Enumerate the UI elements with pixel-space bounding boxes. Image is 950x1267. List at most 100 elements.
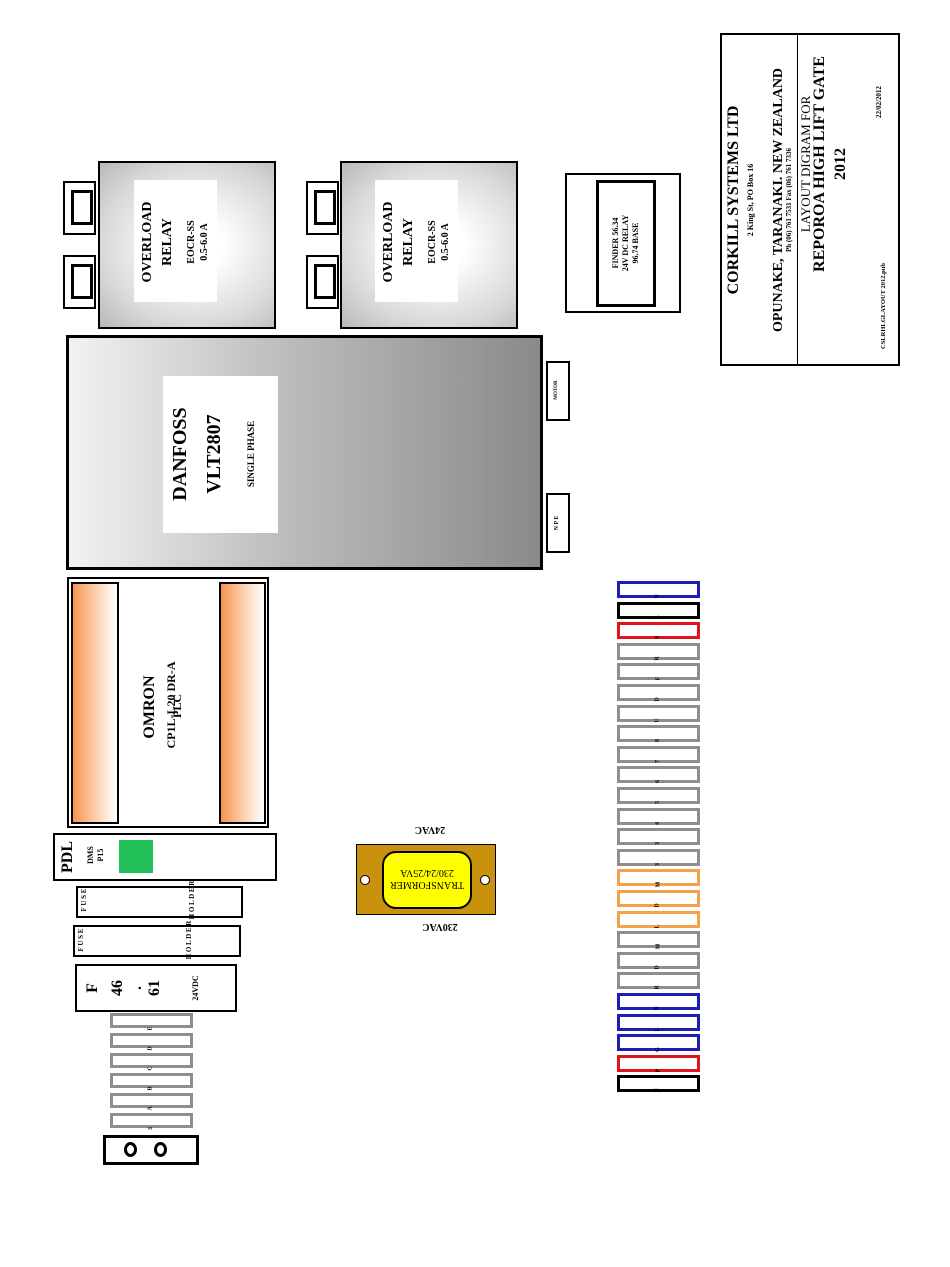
transformer-mount-hole-right (480, 875, 490, 885)
strip-terminal-7: 7 (617, 746, 700, 763)
fuse-holder-1-line-1: F U S E (80, 888, 88, 912)
strip-terminal-label: R (655, 656, 661, 661)
strip-terminal-8: 8 (617, 725, 700, 742)
small-terminal-a: A (110, 1093, 193, 1111)
pdl-dms-p15 (53, 833, 277, 881)
strip-terminal-m: M (617, 869, 700, 887)
strip-terminal-s: S (617, 622, 700, 639)
strip-terminal-label: R (655, 985, 661, 990)
strip-terminal-label: N (655, 1088, 661, 1093)
relay-2-line-1: OVERLOAD (381, 201, 396, 283)
strip-terminal-r: R (617, 643, 700, 661)
pdl-sub: P15 (96, 848, 105, 862)
pdl-indicator (119, 840, 153, 873)
vfd-model: VLT2807 (203, 414, 225, 494)
relay-1-line-3: EOCR-SS (186, 220, 197, 264)
strip-terminal-label: U (655, 718, 661, 723)
small-terminal-d: D (110, 1033, 193, 1051)
strip-terminal-d: D (617, 890, 700, 908)
plc-type: PLC (170, 694, 184, 718)
finder-line-3: 96.74 BASE (631, 222, 640, 264)
strip-terminal-r: R (617, 602, 700, 620)
fuse-holder-2-line-1: F U S E (77, 928, 85, 952)
overload-relay-2-label-panel (375, 180, 458, 302)
relay-1-line-4: 0.5-6.0 A (199, 223, 210, 261)
strip-terminal-6: 6 (617, 766, 700, 783)
f46-line-5: 24VDC (191, 975, 200, 1001)
strip-terminal-label: F (654, 676, 661, 681)
danfoss-drive (66, 335, 543, 570)
strip-terminal-l: L (617, 1014, 700, 1032)
danfoss-label-panel (163, 376, 278, 533)
strip-terminal-4: 4 (617, 808, 700, 825)
relay-2-line-3: EOCR-SS (427, 220, 438, 264)
transformer-core (382, 851, 472, 909)
strip-terminal-label: 4 (655, 822, 661, 825)
finder-line-1: FINDER 56.34 (611, 217, 620, 269)
motor-terminal-label: MOTOR (554, 380, 559, 400)
plc-terminal-cover-right (219, 582, 266, 824)
fuse-holder-1 (76, 886, 243, 918)
relay-2-terminal-bottom-screw (314, 264, 336, 299)
f46-line-2: 46 (109, 980, 126, 996)
strip-terminal-m: M (617, 931, 700, 949)
relay-1-line-1: OVERLOAD (140, 201, 155, 283)
strip-terminal-u: U (617, 705, 700, 723)
project-name: REPOROA HIGH LIFT GATE (811, 56, 828, 272)
strip-terminal-label: 7 (655, 760, 661, 763)
small-terminal-e: E (110, 1013, 193, 1031)
strip-terminal-3: 3 (617, 828, 700, 845)
overload-relay-1-label-panel (134, 180, 217, 302)
f46-line-3: . (128, 986, 145, 990)
strip-terminal-f: F (617, 663, 700, 680)
finder-46-61-relay (75, 964, 237, 1012)
vfd-phase: SINGLE PHASE (246, 420, 256, 488)
project-year: 2012 (832, 148, 849, 180)
strip-terminal-label: D (655, 697, 661, 702)
relay-1-terminal-top-screw (71, 190, 93, 225)
strip-terminal-label: N (655, 594, 661, 599)
strip-terminal-label: 8 (655, 739, 661, 742)
relay-1-line-2: RELAY (160, 218, 175, 266)
strip-terminal-l: L (617, 911, 700, 929)
relay-2-terminal-top-screw (314, 190, 336, 225)
strip-terminal-label: L (654, 924, 661, 929)
strip-terminal-n: N (617, 1075, 700, 1093)
finder-line-2: 24V DC RELAY (621, 214, 630, 272)
strip-terminal-label: P (654, 1068, 661, 1073)
small-terminal-c: C (110, 1053, 193, 1071)
earth-terminal-screw-1 (124, 1142, 137, 1157)
transformer-type: TRANSFORMER (390, 879, 464, 890)
small-terminal-strip: E D C B A 3 (110, 1013, 193, 1133)
strip-terminal-label: L (654, 1027, 661, 1032)
strip-terminal-label: 3 (655, 863, 661, 866)
transformer-rating: 230/24/25VA (400, 867, 454, 878)
title-block-divider (797, 33, 798, 366)
strip-terminal-n: N (617, 993, 700, 1011)
strip-terminal-r: R (617, 972, 700, 990)
company-name: CORKILL SYSTEMS LTD (725, 105, 742, 295)
strip-terminal-g: G (617, 1034, 700, 1052)
drawing-date: 22/02/2012 (875, 86, 883, 118)
strip-terminal-p: P (617, 1055, 700, 1072)
strip-terminal-label: 3 (655, 842, 661, 845)
plc-brand: OMRON (141, 675, 158, 739)
strip-terminal-5: 5 (617, 787, 700, 804)
earth-terminal-block (103, 1135, 199, 1165)
relay-2-line-4: 0.5-6.0 A (440, 223, 451, 261)
strip-terminal-label: 5 (655, 801, 661, 804)
pdl-model: DMS (86, 846, 95, 864)
title-block (720, 33, 900, 366)
strip-terminal-n: N (617, 581, 700, 599)
strip-terminal-label: 6 (655, 780, 661, 783)
strip-terminal-d: D (617, 952, 700, 970)
strip-terminal-label: D (655, 965, 661, 970)
file-name: CSLRHLGLAYOUT 2012.pub (880, 263, 887, 349)
f46-line-4: 61 (146, 980, 163, 996)
small-terminal-b: B (110, 1073, 193, 1091)
transformer-primary-label: 230VAC (422, 921, 458, 932)
strip-terminal-label: R (655, 615, 661, 620)
strip-terminal-3: 3 (617, 849, 700, 866)
earth-terminal-screw-2 (154, 1142, 167, 1157)
